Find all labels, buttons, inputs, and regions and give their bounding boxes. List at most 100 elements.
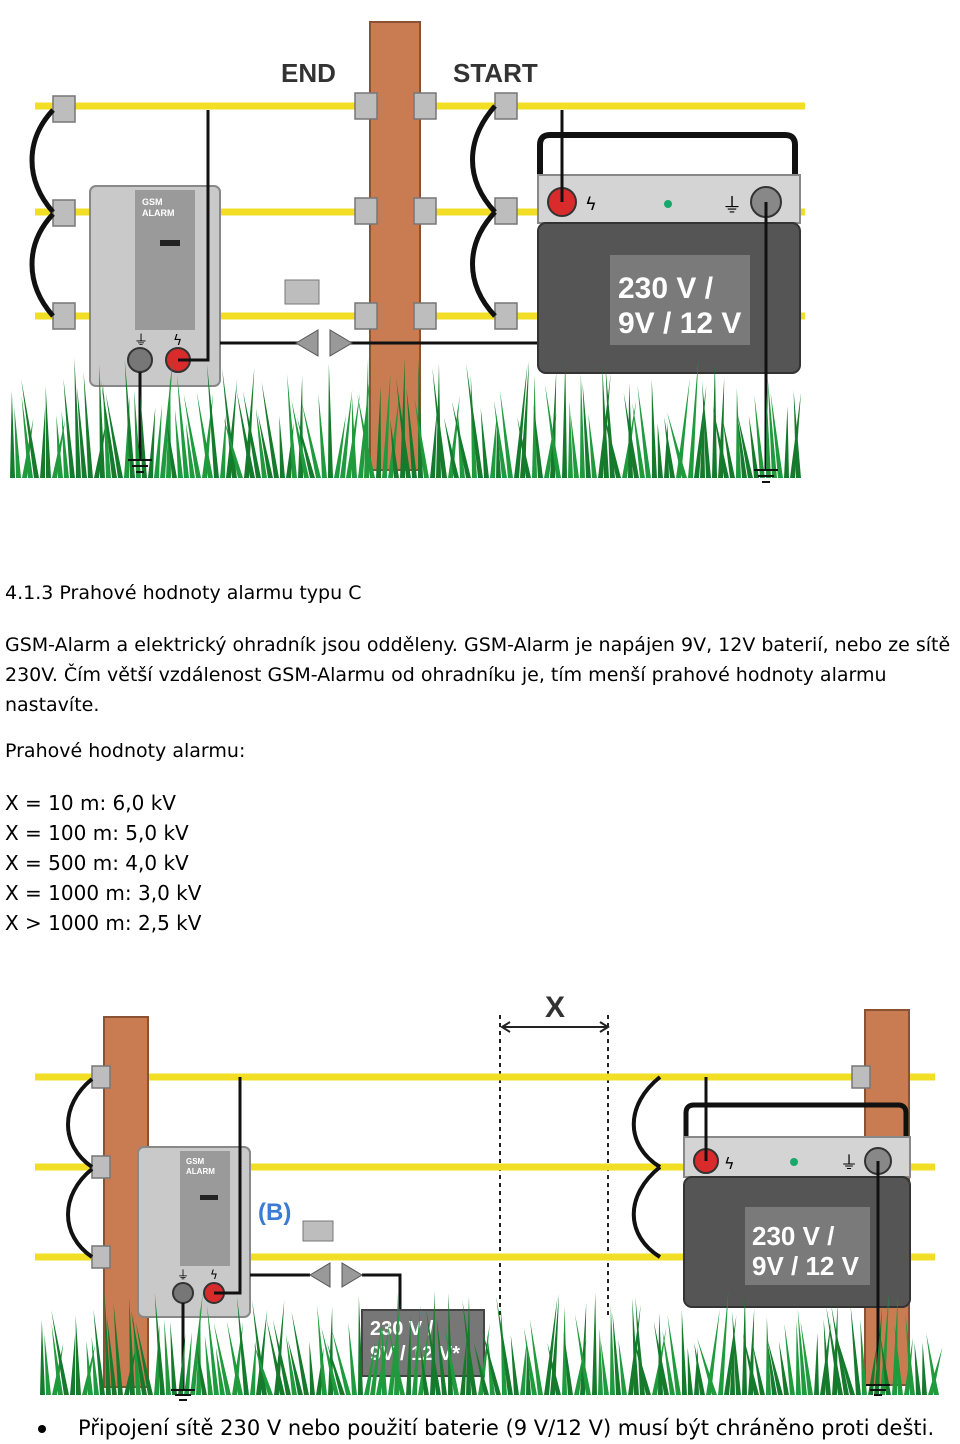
grass-blade (387, 1322, 405, 1395)
grass-blade (101, 379, 117, 478)
grass-blade (694, 1342, 705, 1395)
grass-blade (10, 390, 15, 478)
grass-blade (390, 419, 399, 478)
grass-blade (517, 417, 531, 478)
grass-blade (70, 1334, 76, 1395)
grass-blade (83, 371, 93, 478)
grass-blade (436, 1317, 447, 1395)
grass-blade (105, 393, 123, 478)
grass-blade (496, 1296, 513, 1395)
grass-blade (321, 1327, 339, 1395)
grass-blade (706, 1309, 720, 1395)
grass-blade (632, 402, 645, 478)
grass-blade (226, 379, 238, 478)
grass-blade (134, 390, 141, 478)
grass-blade (63, 378, 75, 478)
grass-blade (206, 363, 219, 478)
energizer-ground-icon: ⏚ (722, 193, 742, 217)
grass-blade (914, 1342, 921, 1395)
thresholds-list: X = 10 m: 6,0 kV X = 100 m: 5,0 kV X = 5… (5, 788, 955, 938)
alarm-label-line2: ALARM (186, 1167, 215, 1176)
energizer-device-bottom: 230 V / 9V / 12 V ϟ ⏚ (683, 1102, 911, 1308)
grass-blade (291, 399, 309, 478)
grass-blade (892, 1295, 898, 1395)
grass-blade (600, 1340, 609, 1395)
grass-blade (800, 1321, 813, 1395)
grass-blade (124, 359, 135, 478)
grass-blade (462, 1300, 477, 1395)
threshold-item: X = 100 m: 5,0 kV (5, 821, 189, 845)
alarm-wires-bottom (181, 1077, 402, 1390)
grass-blade (742, 1333, 759, 1395)
alarm-label-line1: GSM (186, 1157, 205, 1166)
grass-blade (174, 408, 183, 478)
grass-blade (612, 1312, 621, 1395)
grass-blade (922, 1342, 927, 1395)
grass-blade (470, 374, 477, 478)
lightning-icon: ϟ (173, 333, 182, 349)
lightning-icon: ϟ (210, 1268, 218, 1282)
grass-blade (412, 1304, 421, 1395)
grass-blade (767, 1339, 783, 1395)
grass-blade (406, 388, 417, 478)
grass-blade (327, 1342, 345, 1395)
grass-blade (493, 400, 507, 478)
jumper-cables-bottom (66, 1075, 662, 1259)
grass-blade (178, 1334, 186, 1395)
alarm-label-line1: GSM (142, 197, 163, 207)
grass-blade (154, 405, 162, 478)
status-led (664, 200, 672, 208)
grass-blade (752, 1344, 765, 1395)
grass-blade (736, 387, 741, 478)
grass-blade (657, 422, 663, 478)
grass-blade (496, 421, 501, 478)
grass-blade (737, 413, 753, 478)
grass-blade (382, 373, 391, 478)
bullet-dot (38, 1425, 46, 1433)
alarm-label-line2: ALARM (142, 208, 175, 218)
jumper-cables (29, 104, 497, 318)
grass-blade (823, 1319, 831, 1395)
grass-blade (610, 1305, 615, 1395)
grass-blade (279, 415, 285, 478)
grass-blade (21, 395, 33, 478)
grass-blade (309, 1341, 315, 1395)
grass-blade (712, 406, 729, 478)
grass-blade (460, 1334, 468, 1395)
end-label: END (281, 58, 336, 88)
grass-blade (242, 390, 261, 478)
paragraph-line3: nastavíte. (5, 694, 100, 716)
grass-blade (328, 363, 333, 478)
ground-terminal (127, 347, 153, 373)
grass-blade (570, 414, 579, 478)
grass-blade (236, 390, 255, 478)
grass-blade (357, 393, 375, 478)
grass-blade (574, 1314, 591, 1395)
grass-blade (93, 1309, 105, 1395)
paragraph-line1: GSM-Alarm a elektrický ohradník jsou odd… (5, 634, 951, 656)
grass-blade (523, 1327, 537, 1395)
energizer-device: 230 V / 9V / 12 V ϟ ⏚ (537, 132, 801, 374)
grass-blade (480, 408, 489, 478)
grass-blade (140, 393, 147, 478)
energizer-wires-bottom (704, 1077, 880, 1385)
grass-blade (718, 1290, 729, 1395)
energizer-ground-icon: ⏚ (840, 1153, 858, 1174)
grass-blade (831, 1304, 849, 1395)
grass-blade (14, 406, 21, 478)
energizer-label-line2: 9V / 12 V (618, 307, 741, 340)
grass-blade (742, 1293, 747, 1395)
grass-blade (580, 373, 585, 478)
grass-blade (499, 390, 513, 478)
grass-blade (732, 1311, 741, 1395)
grass-blade (618, 1339, 627, 1395)
grass-blade (770, 392, 783, 478)
grass-blade (722, 419, 735, 478)
grass-blade (532, 375, 537, 478)
grass-blade (662, 1329, 675, 1395)
grass-blade (61, 410, 69, 478)
grass-blade (526, 1345, 531, 1395)
grass-blade (381, 1323, 387, 1395)
grass-blade (835, 1331, 855, 1395)
threshold-item: X = 10 m: 6,0 kV (5, 791, 176, 815)
